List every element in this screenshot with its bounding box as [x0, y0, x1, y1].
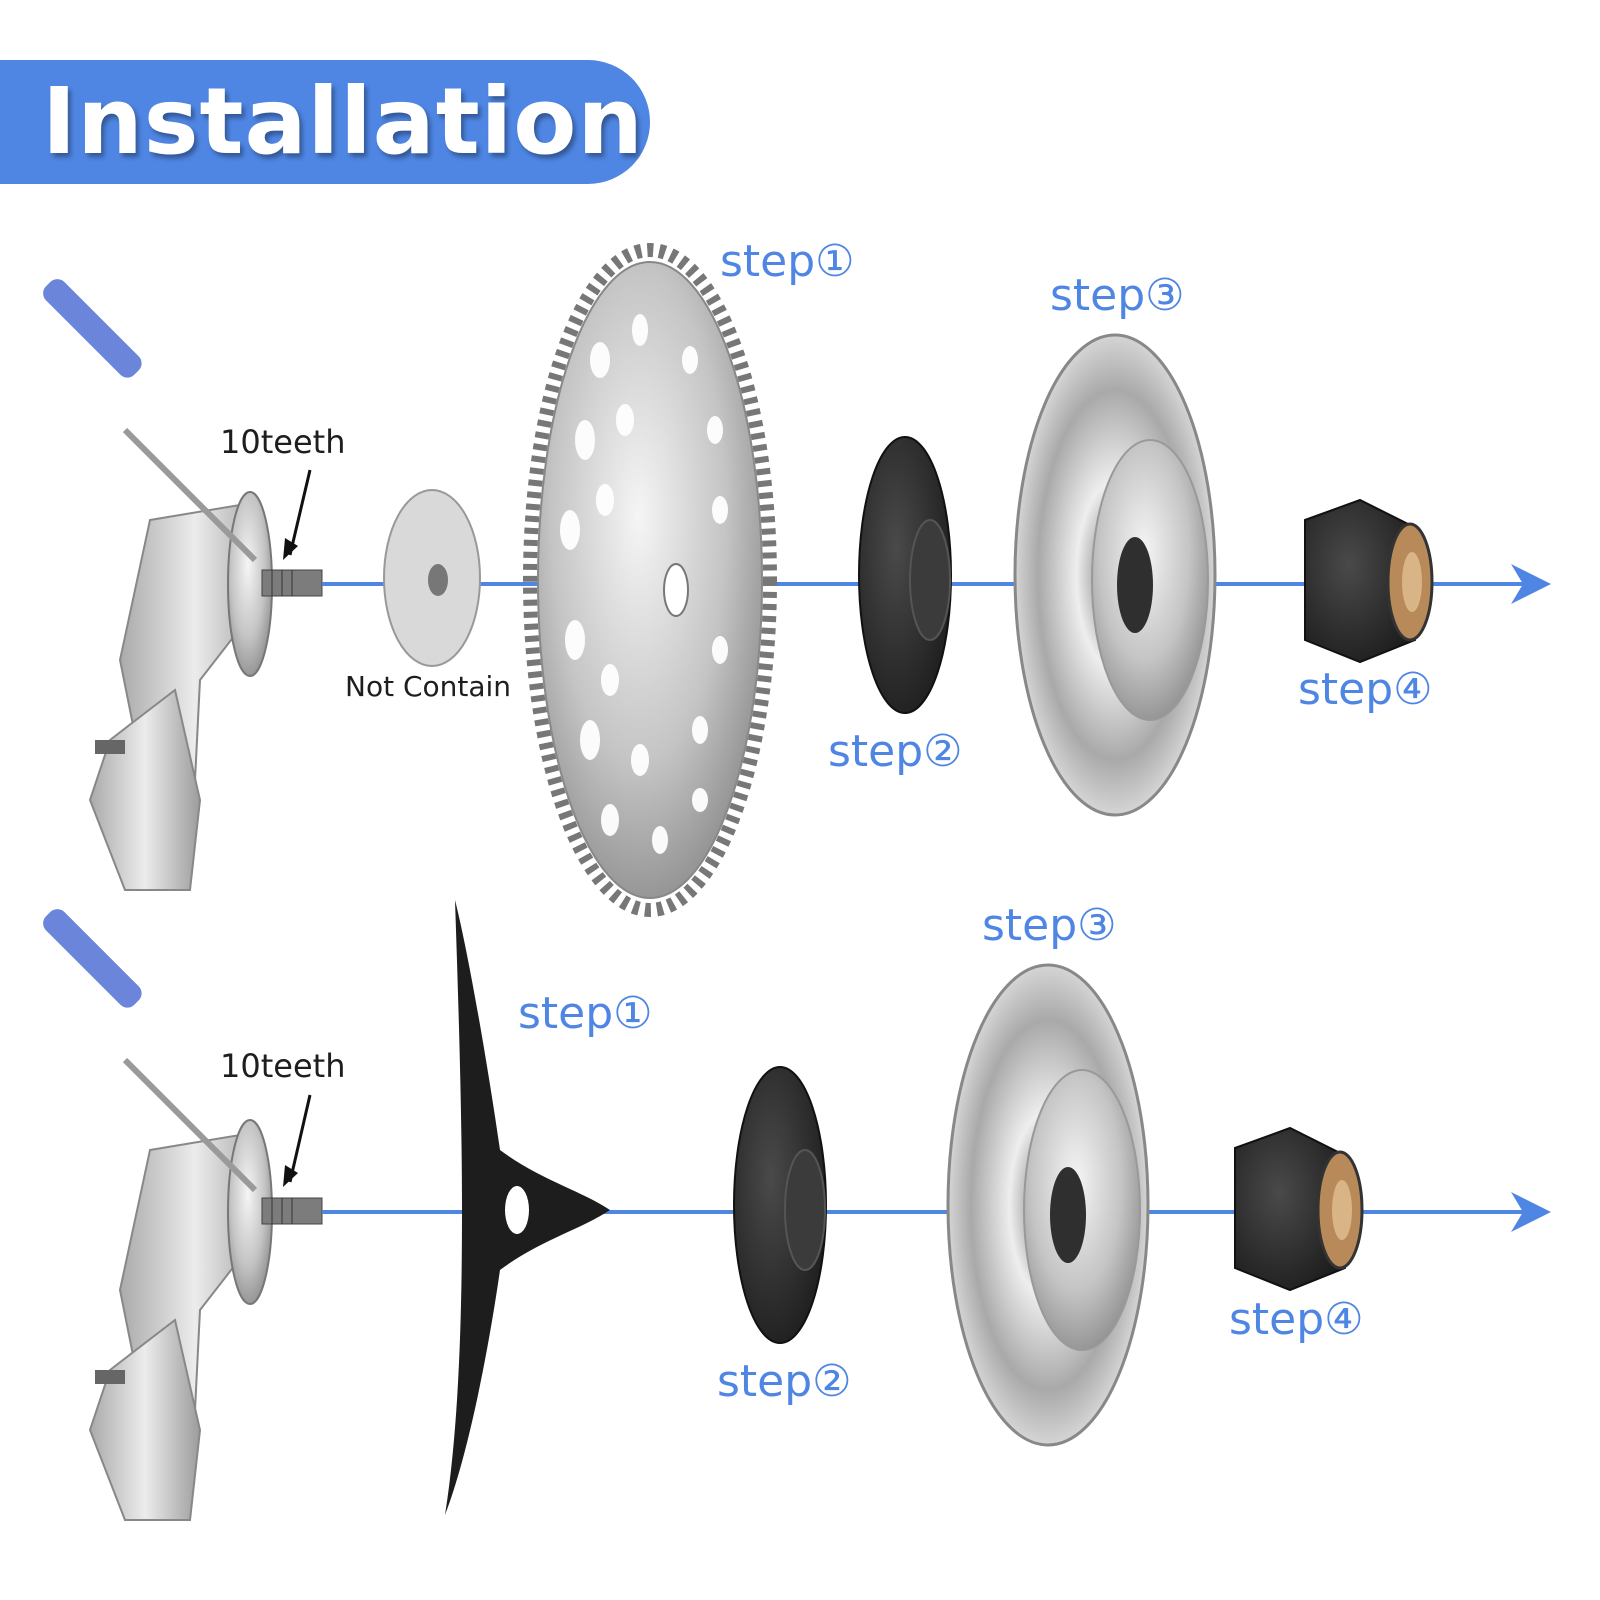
top-step-4-label: step④: [1298, 664, 1433, 715]
screwdriver-icon: [43, 279, 258, 563]
gear-teeth-label-top: 10teeth: [220, 423, 346, 461]
gear-teeth-label-bottom: 10teeth: [220, 1047, 346, 1085]
bottom-step-1-label: step①: [518, 988, 653, 1039]
bottom-step-4-label: step④: [1229, 1294, 1364, 1345]
bottom-assembly: [43, 900, 1551, 1521]
blade-flange: [858, 436, 952, 714]
blade-flange: [733, 1066, 827, 1344]
inner-washer: [383, 489, 481, 667]
top-step-1-label: step①: [720, 236, 855, 287]
top-step-2-label: step②: [828, 726, 963, 777]
three-tooth-blade: [445, 900, 610, 1515]
saw-blade: [523, 243, 777, 917]
cup-guard: [946, 963, 1150, 1447]
lock-nut: [1234, 1126, 1364, 1292]
top-step-3-label: step③: [1050, 270, 1185, 321]
bottom-step-2-label: step②: [717, 1356, 852, 1407]
screwdriver-icon: [43, 909, 258, 1193]
gear-head-icon: [88, 1119, 323, 1521]
not-contain-note: Not Contain: [345, 670, 512, 703]
cup-guard: [1013, 333, 1217, 817]
lock-nut: [1304, 498, 1434, 664]
bottom-step-3-label: step③: [982, 900, 1117, 951]
top-assembly: [43, 243, 1551, 917]
title-banner: [0, 60, 650, 184]
page-title: Installation: [42, 68, 644, 175]
gear-head-icon: [88, 491, 323, 891]
